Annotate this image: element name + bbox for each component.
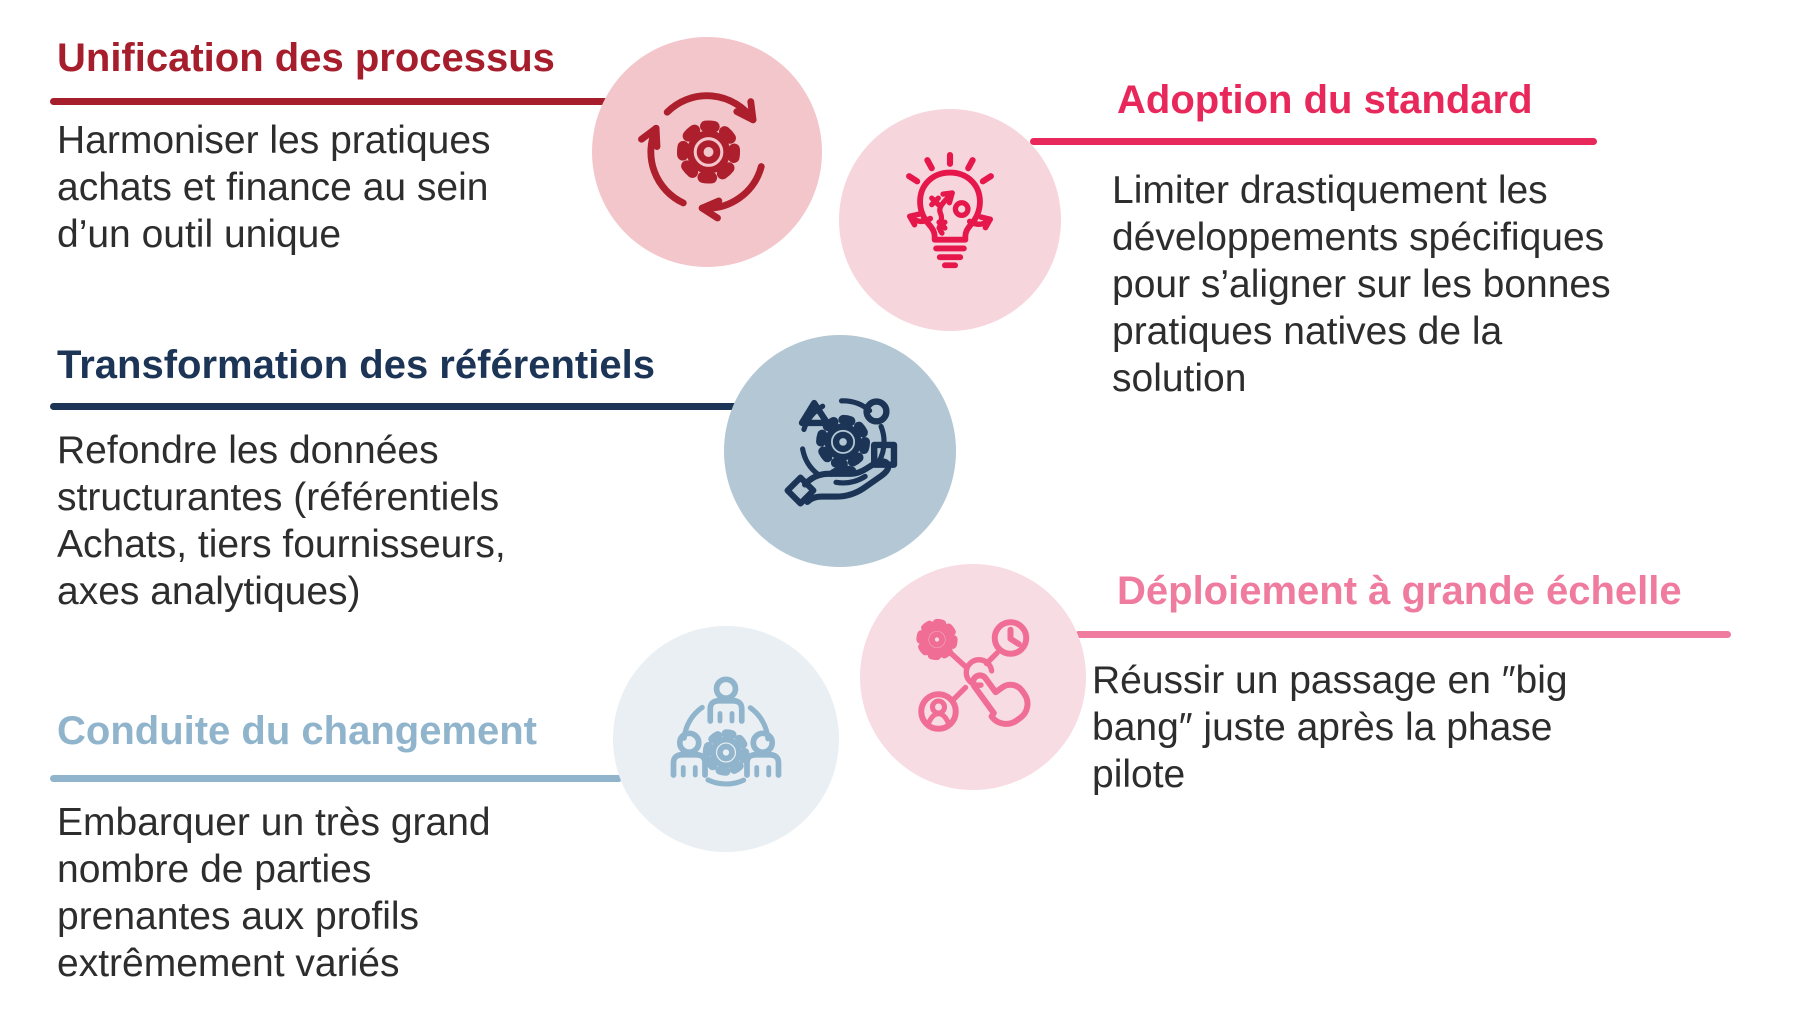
gear-glyph	[816, 414, 871, 469]
gear-glyph	[702, 729, 750, 776]
idea-strategy-icon	[906, 151, 994, 269]
tap-finger-glyph	[963, 657, 1031, 727]
gear-glyph	[916, 618, 958, 661]
body-line: extrêmement variés	[57, 942, 400, 985]
accent-underline	[50, 775, 622, 782]
hand-glyph	[784, 458, 892, 507]
cycle-arrows-glyph	[638, 92, 765, 222]
section-body: Limiter drastiquement les développements…	[1112, 167, 1611, 402]
section-title: Transformation des référentiels	[57, 343, 655, 387]
person-glyph-left	[670, 730, 708, 778]
body-line: Refondre les données	[57, 429, 439, 472]
icon-badge-unification	[592, 37, 822, 267]
accent-underline	[1075, 631, 1731, 638]
body-line: Embarquer un très grand	[57, 801, 491, 844]
body-line: bang″ juste après la phase	[1092, 706, 1553, 749]
person-glyph-right	[744, 730, 782, 778]
bulb-rays-glyph	[906, 151, 994, 185]
icon-badge-transformation	[724, 335, 956, 567]
body-line: Achats, tiers fournisseurs,	[57, 523, 506, 566]
person-glyph-top	[707, 676, 745, 724]
body-line: axes analytiques)	[57, 570, 361, 613]
body-line: Limiter drastiquement les	[1112, 169, 1548, 212]
section-body: Embarquer un très grand nombre de partie…	[57, 799, 491, 987]
accent-underline	[50, 403, 740, 410]
icon-badge-adoption	[839, 109, 1061, 331]
section-body: Harmoniser les pratiques achats et finan…	[57, 117, 491, 258]
section-title: Conduite du changement	[57, 709, 537, 753]
icon-badge-conduite	[613, 626, 839, 852]
body-line: pratiques natives de la	[1112, 310, 1503, 353]
body-line: pour s’aligner sur les bonnes	[1112, 263, 1611, 306]
body-line: Harmoniser les pratiques	[57, 119, 491, 162]
strategy-squiggle-glyph	[929, 190, 971, 236]
triangle-shape	[798, 399, 831, 427]
body-line: Réussir un passage en ″big	[1092, 659, 1568, 702]
body-line: pilote	[1092, 753, 1186, 796]
body-line: solution	[1112, 357, 1247, 400]
person-glyph	[918, 691, 959, 732]
accent-underline	[1030, 138, 1597, 145]
section-body: Réussir un passage en ″big bang″ juste a…	[1092, 657, 1568, 798]
accent-underline	[50, 98, 610, 105]
side-arrows-glyph	[907, 211, 993, 231]
clock-glyph	[991, 619, 1030, 657]
body-line: structurantes (référentiels	[57, 476, 500, 519]
section-title: Unification des processus	[57, 36, 555, 80]
section-body: Refondre les données structurantes (réfé…	[57, 427, 506, 615]
body-line: développements spécifiques	[1112, 216, 1605, 259]
body-line: d’un outil unique	[57, 213, 342, 256]
gear-glyph	[676, 120, 741, 184]
tap-network-icon	[916, 618, 1031, 732]
bulb-glyph	[917, 169, 983, 269]
circle-shape	[863, 398, 890, 425]
hand-gear-icon	[784, 398, 898, 507]
body-line: achats et finance au sein	[57, 166, 489, 209]
cycle-gear-icon	[638, 92, 765, 222]
body-line: prenantes aux profils	[57, 895, 420, 938]
team-arcs	[681, 697, 771, 787]
section-title: Adoption du standard	[1117, 78, 1533, 122]
section-title: Déploiement à grande échelle	[1117, 569, 1682, 613]
team-gear-icon	[670, 676, 782, 787]
body-line: nombre de parties	[57, 848, 372, 891]
icon-badge-deploiement	[860, 564, 1086, 790]
